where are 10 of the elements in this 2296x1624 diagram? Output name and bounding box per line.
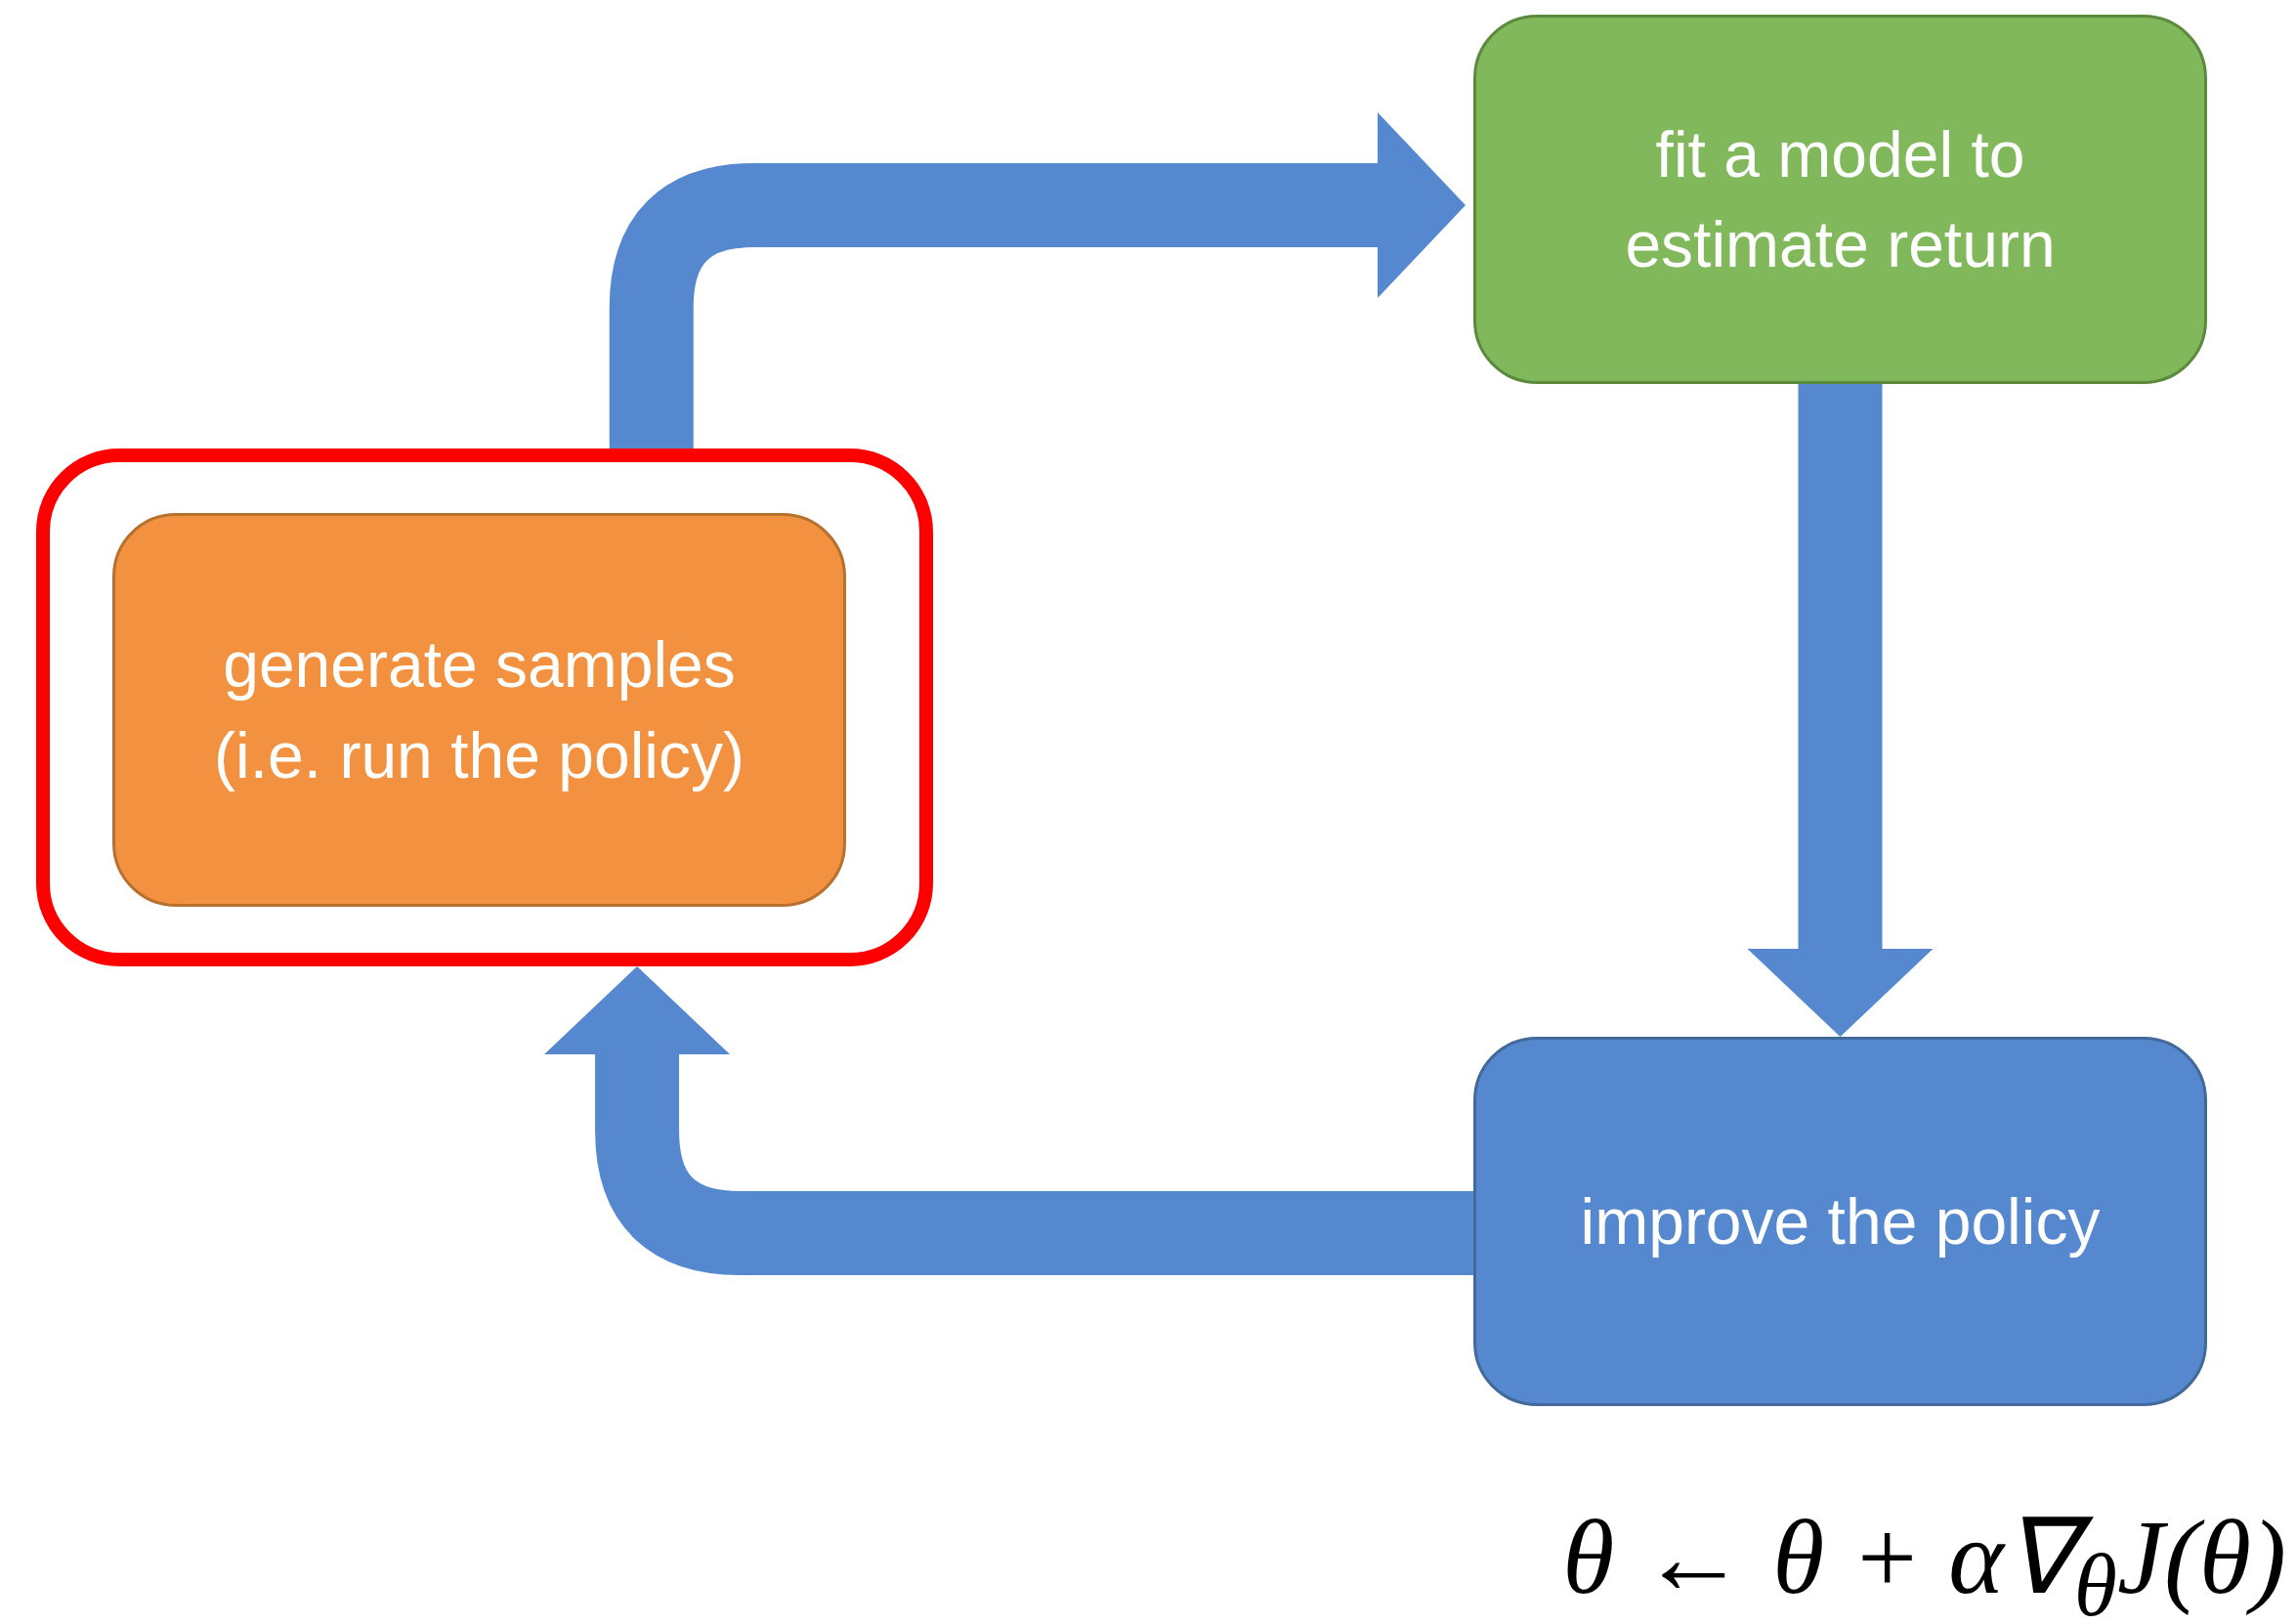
- block-arrow: [544, 966, 1473, 1275]
- highlight-frame: [36, 449, 933, 966]
- box-label: fit a model to estimate return: [1624, 116, 2057, 282]
- box-label: improve the policy: [1580, 1183, 2101, 1260]
- block-arrow: [1747, 384, 1934, 1037]
- process-box: [1473, 1037, 2207, 1406]
- process-box: [1473, 15, 2207, 384]
- update-formula: θ ← θ + α∇$_{θ}$J(θ): [1561, 1498, 2286, 1624]
- box-label: generate samples (i.e. run the policy): [213, 627, 745, 793]
- process-box: [112, 513, 846, 907]
